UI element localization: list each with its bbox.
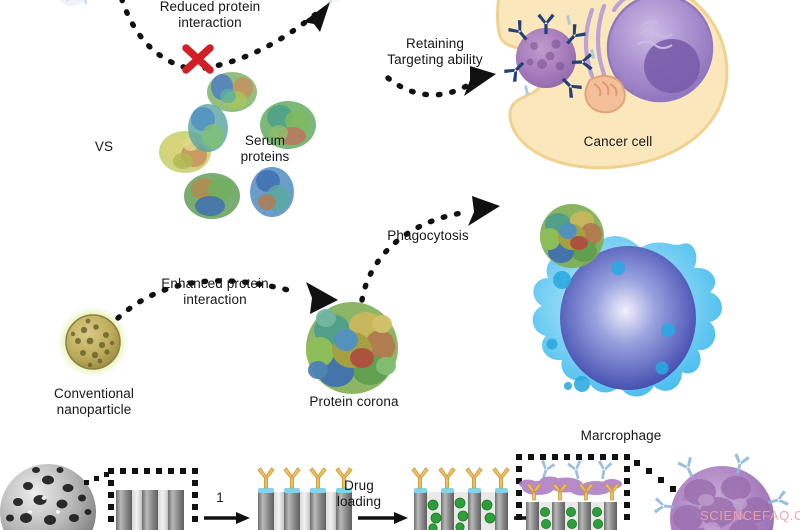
dashed-path-reduced-left [119, 0, 199, 73]
targeted-nanoparticle-top-cropped [58, 0, 87, 6]
sem-pores [6, 467, 92, 525]
macrophage-nucleus [560, 246, 696, 390]
serum-proteins-cluster [159, 72, 316, 219]
drug-loaded-pores [411, 467, 510, 530]
cancer-cell [496, 0, 729, 170]
nanoparticle-pores [70, 318, 115, 368]
label-phagocytosis: Phagocytosis [387, 228, 469, 243]
dotted-leader-1 [84, 472, 109, 485]
floating-ligands [541, 459, 613, 480]
targeted-nanoparticle-top-cropped-2 [326, 0, 342, 3]
mitochondrion [584, 74, 626, 114]
arrowhead-phagocytosis [468, 196, 500, 226]
protein-corona [306, 302, 398, 394]
label-reduced-protein-interaction: Reduced protein interaction [159, 0, 261, 30]
dashed-path-phagocytosis [359, 209, 471, 303]
label-serum-proteins: Serum proteins [240, 133, 290, 164]
label-macrophage: Marcrophage [580, 428, 662, 443]
serum-protein-blob [250, 167, 294, 217]
surface-ligand-y-icon [411, 467, 510, 489]
arrowhead-enhanced-interaction [306, 282, 338, 314]
arrowhead-targeting [464, 66, 496, 96]
label-retaining-targeting-ability: Retaining Targeting ability [387, 36, 483, 67]
label-vs: VS [94, 139, 114, 154]
targeting-ligands [504, 13, 593, 98]
ligand-grafted-pores [257, 467, 353, 530]
drug-molecules [427, 497, 496, 530]
linker-caps [414, 488, 508, 493]
porous-nanoparticle-sem [0, 464, 96, 530]
macrophage-vesicles [546, 261, 675, 392]
serum-protein-blob [184, 173, 240, 219]
dashed-path-enhanced-interaction [115, 278, 291, 321]
macrophage [532, 204, 722, 397]
synthesis-arrow-1 [204, 512, 250, 524]
linker-caps [258, 488, 352, 493]
loaded-pore-channels [526, 502, 617, 530]
cancer-nucleolus [644, 39, 700, 93]
synthesis-arrow-2 [358, 512, 408, 524]
label-drug-loading: Drug loading [336, 478, 382, 509]
arrowhead-reduced-interaction [303, 2, 330, 32]
corona-closeup-box [516, 454, 630, 530]
label-step-one: 1 [216, 490, 224, 505]
cancer-chromatin [637, 20, 673, 50]
corona-particle-engulfed [540, 204, 604, 268]
surface-ligands-final [653, 453, 789, 514]
label-protein-corona: Protein corona [309, 394, 399, 409]
dashed-path-targeting [385, 75, 473, 98]
serum-protein-blob [207, 72, 257, 112]
red-cross-icon [182, 44, 214, 74]
conventional-nanoparticle [57, 306, 129, 378]
serum-protein-blob [188, 104, 228, 152]
label-cancer-cell: Cancer cell [583, 134, 653, 149]
bare-pore-channels [116, 490, 184, 530]
final-corona-nanoparticle [653, 453, 789, 530]
nanoparticle-at-cancer-cell [504, 13, 595, 98]
label-enhanced-protein-interaction: Enhanced protein interaction [161, 276, 269, 307]
serum-protein-blob [260, 101, 316, 149]
label-conventional-nanoparticle: Conventional nanoparticle [53, 386, 134, 417]
surface-ligand-y-icon [257, 467, 353, 489]
pore-closeup-box [108, 468, 198, 530]
